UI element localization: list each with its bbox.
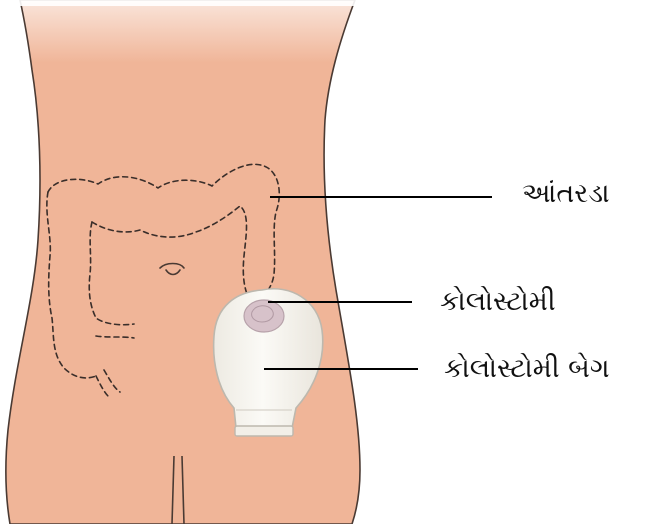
torso (6, 0, 360, 524)
stoma (244, 300, 284, 332)
label-colostomy-bag: કોલોસ્ટોમી બેગ (444, 355, 610, 382)
top-fade (0, 0, 360, 6)
label-intestine: આંતરડા (522, 180, 610, 207)
label-colostomy: કોલોસ્ટોમી (440, 288, 556, 315)
